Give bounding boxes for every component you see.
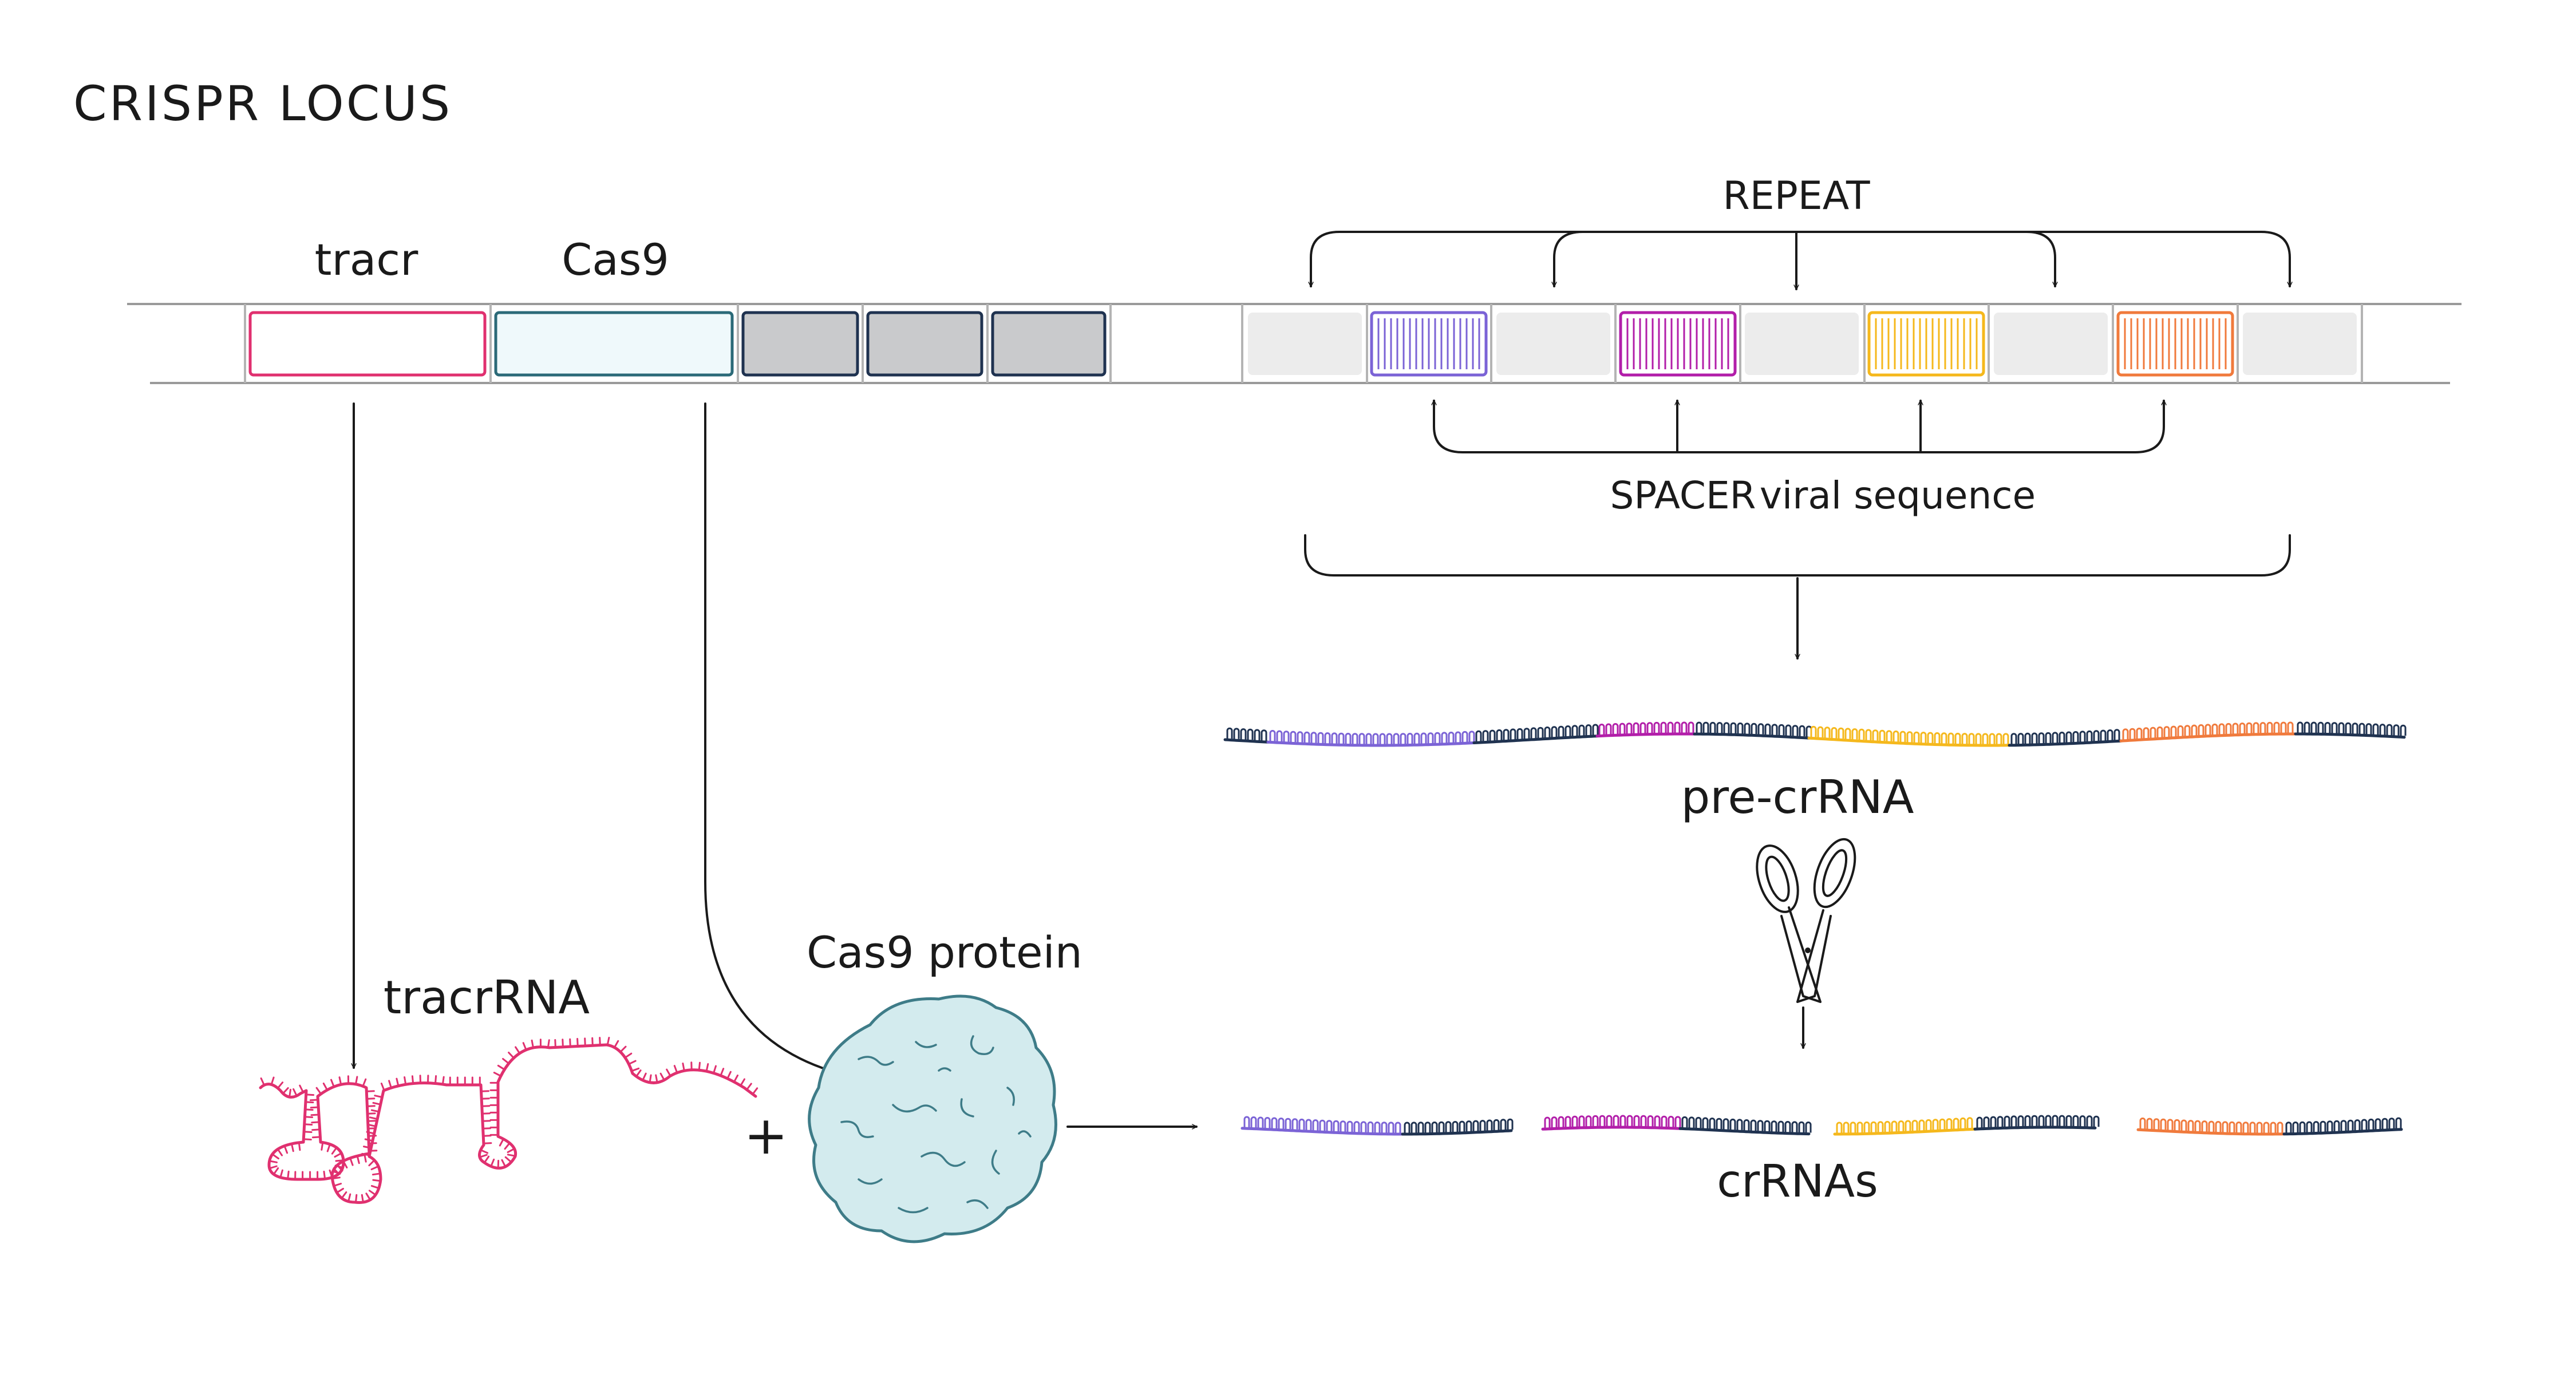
viral-sequence-label: viral sequence — [1760, 473, 2036, 518]
spacer-yellow — [1867, 311, 1985, 377]
cas-genes — [741, 311, 1107, 377]
scissors-icon — [1756, 838, 1856, 1003]
cas9-protein-label: Cas9 protein — [807, 927, 1082, 978]
crrnas-label: crRNAs — [1717, 1156, 1878, 1207]
tracrrna-label: tracrRNA — [384, 971, 590, 1024]
spacer-orange — [2116, 311, 2234, 377]
gene-cas9 — [494, 311, 734, 377]
tracrrna-molecule — [259, 1037, 758, 1204]
repeat-bracket-icon — [1311, 231, 2290, 290]
plus-sign: + — [744, 1105, 788, 1166]
cas9-label: Cas9 — [562, 234, 669, 285]
spacer-purple — [1370, 311, 1488, 377]
spacer-label: SPACER — [1610, 473, 1756, 518]
protein-blob-icon — [808, 994, 1057, 1243]
spacer-magenta — [1619, 311, 1737, 377]
repeat-blocks — [1248, 313, 2357, 375]
crrna-strands — [1240, 1115, 2403, 1136]
page-title: CRISPR LOCUS — [73, 76, 452, 132]
transcription-bracket-icon — [1304, 534, 2291, 660]
tracr-label: tracr — [315, 234, 418, 285]
spacer-bracket-icon — [1434, 400, 2164, 453]
pre-crrna-strand — [1223, 721, 2407, 747]
cas9-translation-arrow-icon — [704, 402, 830, 1071]
gene-tracr — [248, 311, 487, 377]
repeat-label: REPEAT — [1723, 173, 1870, 219]
pre-crrna-label: pre-crRNA — [1681, 771, 1914, 824]
crispr-locus-strip — [127, 303, 2462, 384]
